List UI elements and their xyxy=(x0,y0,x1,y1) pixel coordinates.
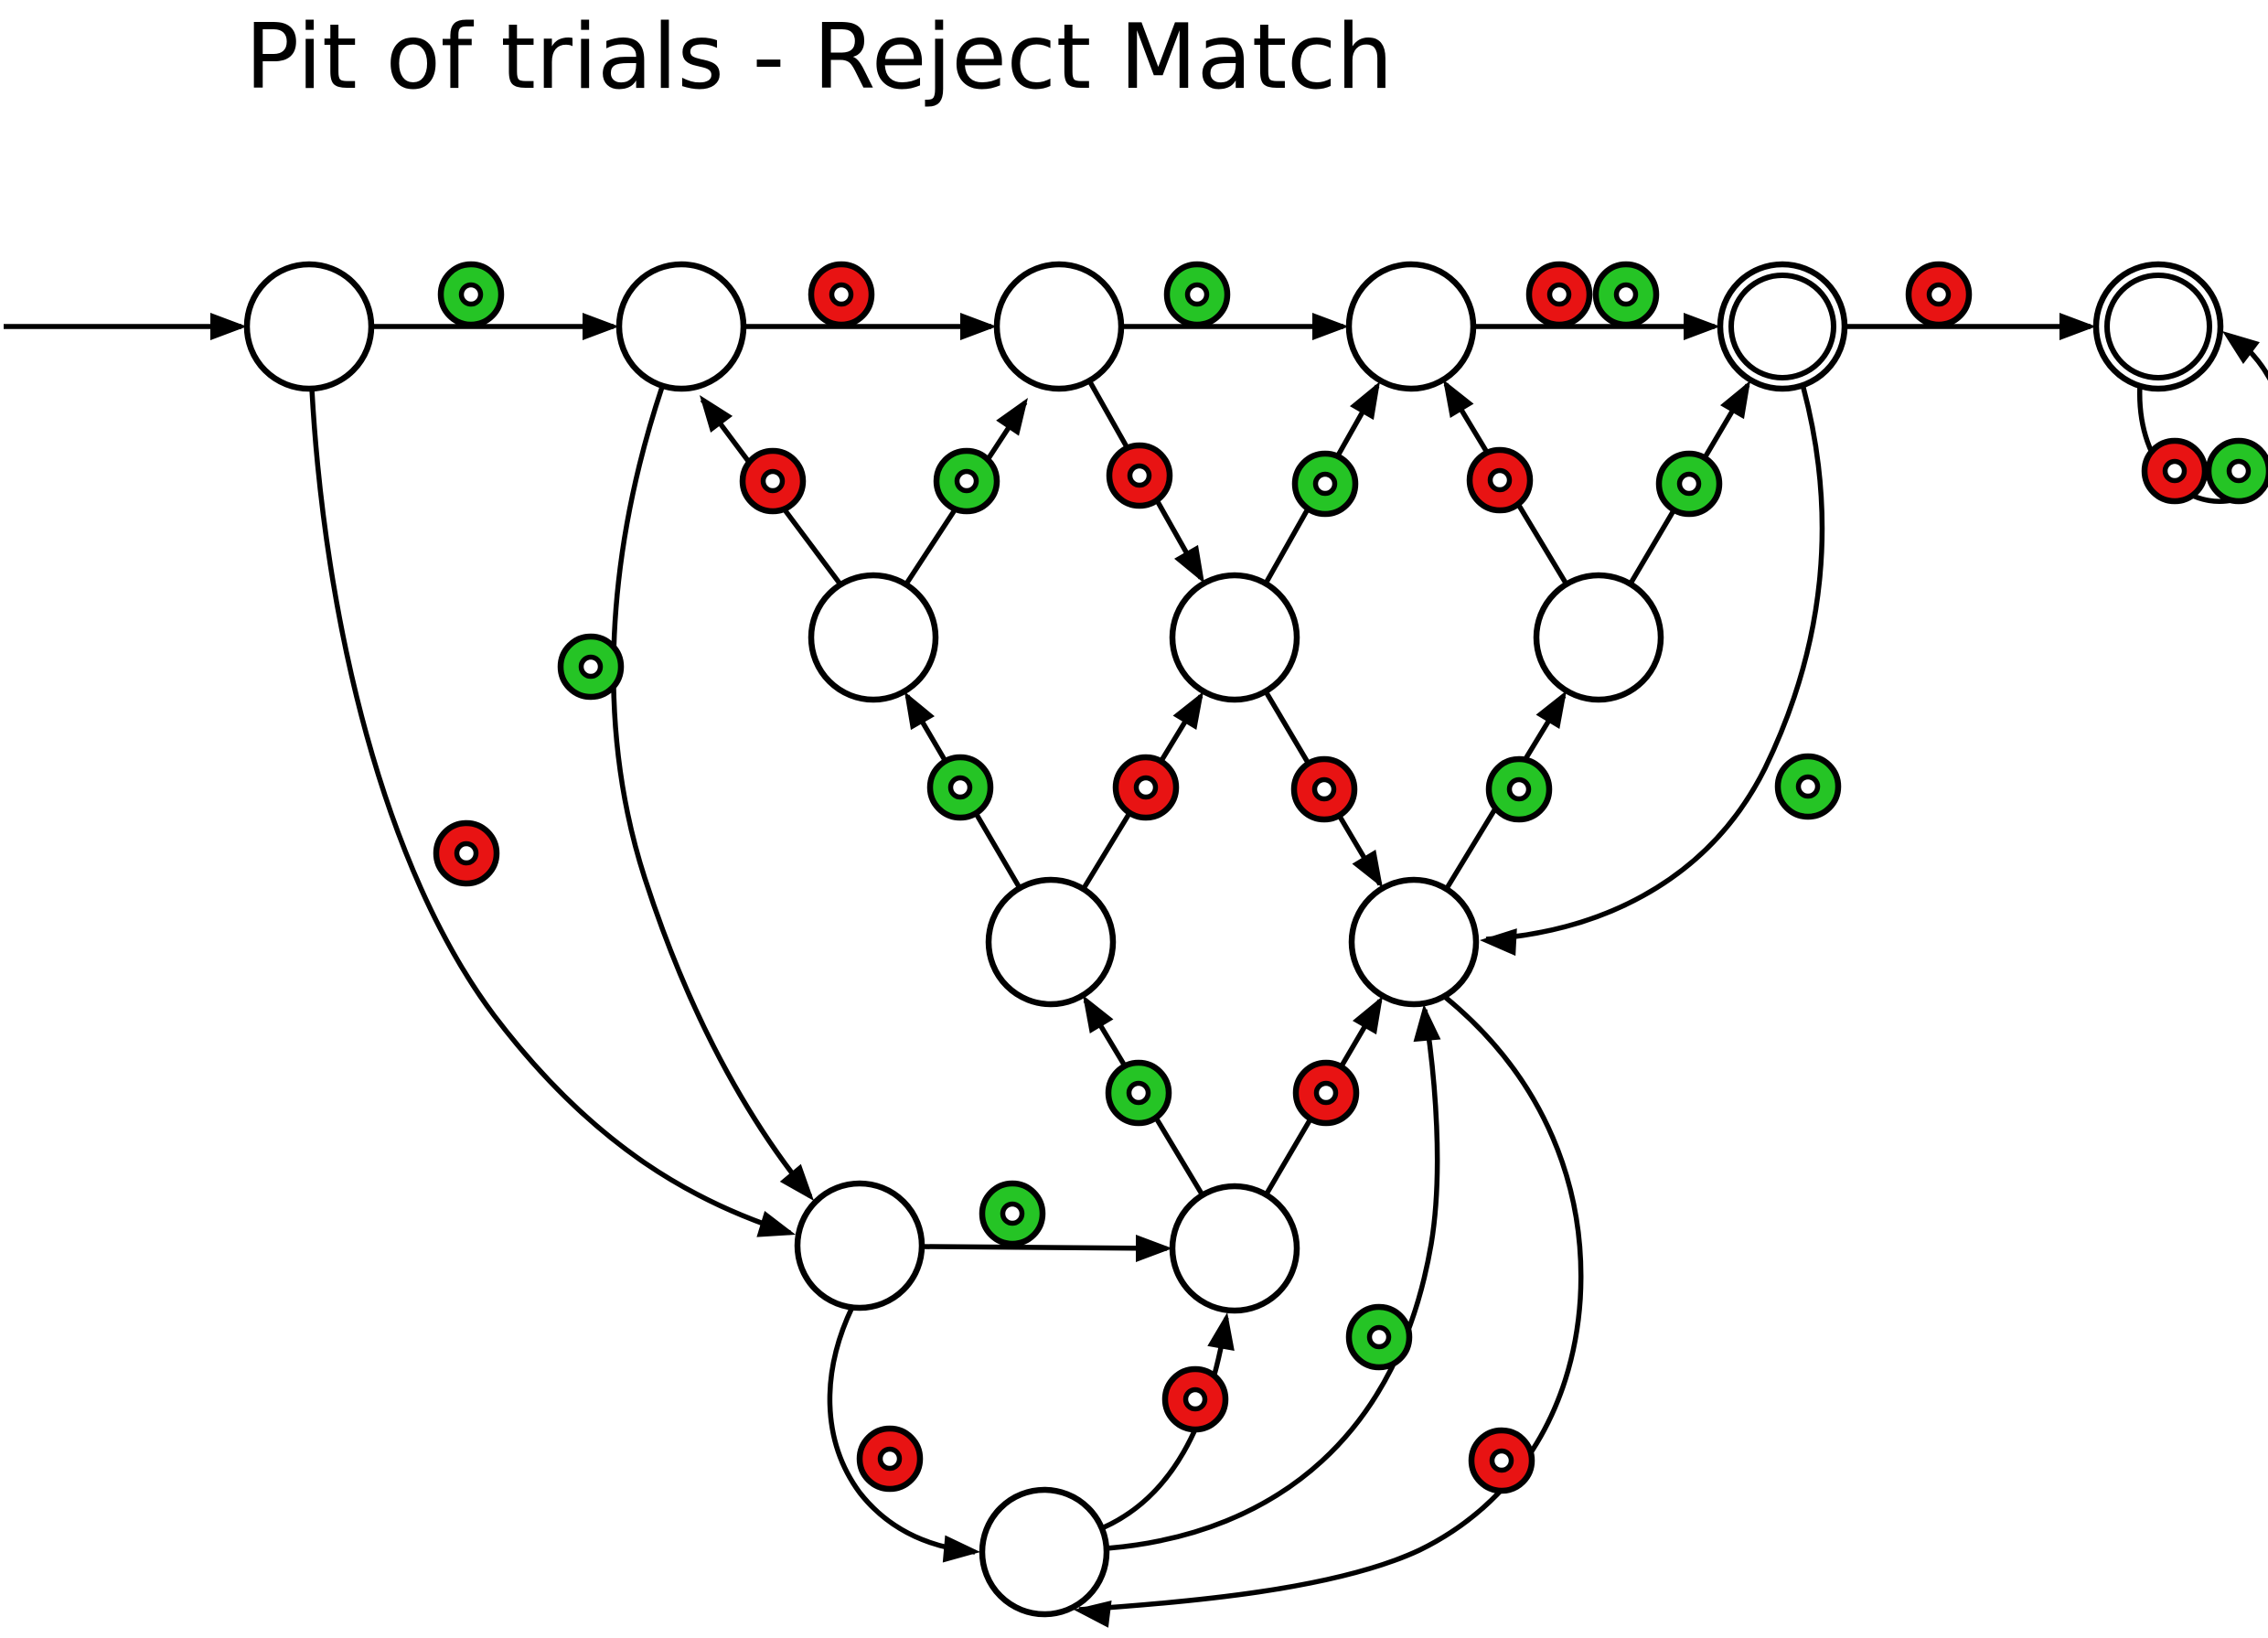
state-S4-accepting-ring xyxy=(1728,273,1836,380)
transition-P2-N1-arrowhead xyxy=(1083,995,1114,1034)
transition-M1-S1-label-dot-red xyxy=(739,447,807,515)
transition-M3-S3-arrowhead xyxy=(1443,380,1474,419)
transition-labels-layer xyxy=(433,261,2268,1494)
transition-S4-S5-arrowhead xyxy=(2059,313,2096,340)
transition-P1-B-arrowhead xyxy=(942,1535,980,1563)
transition-S2-S3-arrowhead xyxy=(1312,313,1349,340)
transition-S3-S4-label-dot-red xyxy=(1525,261,1593,328)
transition-M2-S3-arrowhead xyxy=(1350,381,1380,421)
transition-P2-N1-label-dot-green xyxy=(1105,1059,1172,1127)
transition-B-N2-arrowhead xyxy=(1413,1004,1441,1043)
state-M1 xyxy=(808,572,939,703)
initial-arrowhead xyxy=(210,313,247,340)
transition-S5-S5-label-dot-green xyxy=(2205,437,2268,505)
transition-P2-N2-arrowhead xyxy=(1353,996,1383,1035)
transition-P1-B xyxy=(827,1305,976,1555)
state-N1 xyxy=(985,876,1117,1008)
transition-M3-S3-label-dot-red xyxy=(1466,446,1534,514)
state-S3 xyxy=(1345,261,1477,392)
transition-S1-S2-label-dot-red xyxy=(808,261,875,328)
transition-S1-P1-label-dot-green xyxy=(557,633,625,701)
transition-S3-S4-label-dot-green xyxy=(1592,261,1660,328)
transition-S3-S4-arrowhead xyxy=(1684,313,1720,340)
state-P2 xyxy=(1169,1183,1300,1314)
state-S5-accepting-ring xyxy=(2104,273,2212,380)
transition-S5-S5-arrowhead xyxy=(2222,331,2260,365)
transition-S0-P1-label-dot-red xyxy=(433,819,500,887)
state-M2 xyxy=(1169,572,1300,703)
state-B xyxy=(979,1486,1110,1618)
transition-M1-S2-arrowhead xyxy=(996,398,1028,436)
state-S4 xyxy=(1717,261,1848,392)
states-layer xyxy=(243,261,2224,1618)
transition-S1-P1 xyxy=(611,386,813,1198)
transition-N1-M2-arrowhead xyxy=(1172,691,1204,731)
transition-N2-M3-arrowhead xyxy=(1535,691,1567,730)
transition-S0-S1-label-dot-green xyxy=(437,261,505,328)
transition-S4-N2-label-dot-green xyxy=(1774,753,1842,820)
state-S5 xyxy=(2092,261,2224,392)
transition-S0-P1-arrowhead xyxy=(756,1210,796,1237)
transition-S4-S5-label-dot-red xyxy=(1905,261,1973,328)
transition-S1-S2-arrowhead xyxy=(960,313,997,340)
transition-N2-B-arrowhead xyxy=(1074,1600,1112,1628)
transition-N2-B-label-dot-red xyxy=(1468,1427,1535,1494)
state-S1 xyxy=(615,261,747,392)
state-S2 xyxy=(993,261,1125,392)
diagram-title: Pit of trials - Reject Match xyxy=(245,5,1393,110)
transition-S5-S5-label-dot-red xyxy=(2141,437,2209,505)
state-S0 xyxy=(243,261,375,392)
transition-B-N2 xyxy=(1106,1009,1440,1551)
transition-M1-S1-arrowhead xyxy=(700,395,733,433)
transition-S4-N2-arrowhead xyxy=(1480,928,1517,957)
transition-M2-N2-label-dot-red xyxy=(1290,755,1358,823)
state-M3 xyxy=(1533,572,1664,703)
transition-P2-N2-label-dot-red xyxy=(1292,1059,1360,1127)
transition-M3-S4-arrowhead xyxy=(1720,380,1750,420)
transition-N1-M2-label-dot-red xyxy=(1112,754,1180,821)
transition-N2-M3-label-dot-green xyxy=(1485,755,1553,823)
transition-M2-N2-arrowhead xyxy=(1352,849,1383,888)
transition-P1-P2-arrowhead xyxy=(1136,1235,1172,1262)
transition-N1-M1-label-dot-green xyxy=(926,754,994,821)
transition-P1-B-label-dot-red xyxy=(856,1425,924,1493)
state-P1 xyxy=(794,1180,925,1311)
transition-M2-S3-label-dot-green xyxy=(1291,450,1359,518)
transition-S2-S3-label-dot-green xyxy=(1163,261,1231,328)
transition-P1-P2-label-dot-green xyxy=(979,1180,1046,1247)
transition-M3-S4-label-dot-green xyxy=(1655,450,1723,518)
transitions-layer xyxy=(4,313,2268,1628)
transition-S2-M2-label-dot-red xyxy=(1106,442,1173,509)
transition-B-N2-label-dot-green xyxy=(1345,1303,1413,1371)
transition-B-P2-label-dot-red xyxy=(1161,1365,1229,1433)
transition-S4-N2 xyxy=(1485,387,1825,942)
transition-B-P2 xyxy=(1102,1317,1229,1530)
transition-P1-P2 xyxy=(921,1244,1168,1251)
transition-M1-S2-label-dot-green xyxy=(933,447,1000,515)
transition-B-P2-arrowhead xyxy=(1207,1312,1235,1351)
transition-S0-P1 xyxy=(309,388,791,1236)
transition-N1-M1-arrowhead xyxy=(904,691,935,731)
transition-S0-S1-arrowhead xyxy=(583,313,619,340)
transition-S1-P1-arrowhead xyxy=(779,1163,814,1201)
state-N2 xyxy=(1348,876,1480,1008)
transition-S2-M2-arrowhead xyxy=(1174,544,1204,583)
